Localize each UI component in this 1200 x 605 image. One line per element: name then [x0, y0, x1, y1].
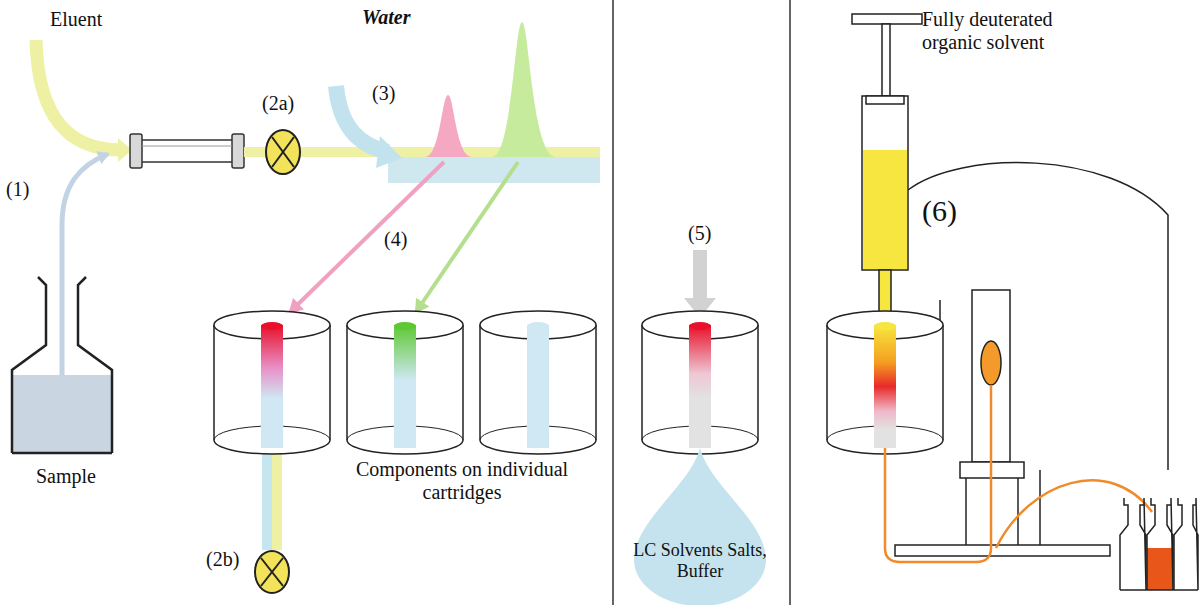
panel-divider — [613, 0, 790, 605]
syringe — [852, 14, 922, 24]
spe-cartridge — [527, 325, 549, 448]
spe-cartridge — [642, 325, 758, 454]
nmr-magnet — [908, 163, 1168, 470]
collection-vial — [1120, 498, 1198, 590]
callout-number: (3) — [372, 82, 395, 105]
spe-cartridge — [214, 311, 330, 454]
collection-vial — [1120, 589, 1198, 591]
chromatogram-peak — [425, 22, 556, 157]
spe-cartridge — [874, 322, 896, 330]
chromatogram-peak — [425, 95, 472, 157]
waste-stream — [262, 448, 272, 550]
spe-cartridge — [827, 311, 943, 454]
collection-vial — [1174, 498, 1198, 590]
reagent-label: Fully deuterated organic solvent — [922, 8, 1107, 54]
spe-cartridge — [214, 325, 330, 454]
transfer-tubing — [885, 385, 1152, 562]
caption-label: Components on individual cartridges — [352, 458, 572, 504]
lc-column — [140, 140, 234, 162]
sample-bottle: Sample — [8, 265, 124, 497]
spe-cartridge — [261, 325, 283, 448]
spe-cartridge — [394, 322, 416, 330]
chromatogram-peak — [492, 22, 556, 157]
spe-cartridge — [480, 325, 596, 454]
spe-cartridge — [689, 325, 711, 448]
callout-number: (6) — [922, 194, 957, 229]
nmr-magnet — [1039, 470, 1041, 545]
collection-vial — [1147, 498, 1173, 590]
valve-symbol — [255, 551, 289, 593]
nmr-magnet — [939, 300, 941, 320]
transfer-arrow — [290, 162, 518, 312]
panel-divider — [612, 0, 614, 605]
callout-number: (4) — [384, 228, 407, 251]
callout-number: (1) — [6, 178, 29, 201]
wash-arrow — [693, 250, 707, 300]
sample-bottle-outline — [12, 452, 112, 455]
lc-column — [142, 146, 232, 147]
callout-number: (2b) — [206, 548, 239, 571]
valve-symbol — [266, 130, 300, 174]
nmr-magnet — [1017, 478, 1019, 545]
sample-bottle-outline — [12, 277, 46, 453]
solvent-drop: LC Solvents Salts, Buffer — [632, 446, 768, 605]
syringe — [863, 150, 907, 269]
valve-symbol — [261, 558, 283, 586]
eluent-stream — [36, 40, 122, 150]
sample-line — [62, 154, 108, 380]
spe-cartridge — [642, 311, 758, 454]
spe-cartridge — [827, 325, 943, 454]
sample-bottle-outline — [13, 375, 111, 452]
spe-cartridge — [347, 325, 463, 454]
lc-column — [130, 134, 142, 168]
lc-column — [232, 134, 244, 168]
waste-stream — [272, 448, 282, 550]
callout-number: (5) — [688, 222, 711, 245]
collection-vial — [1120, 498, 1146, 590]
collection-vial — [1147, 548, 1173, 590]
callout-number: (2a) — [262, 92, 294, 115]
spe-cartridge — [527, 322, 549, 330]
nmr-magnet — [895, 545, 1110, 556]
water-stream — [376, 136, 402, 168]
nmr-magnet — [965, 478, 967, 545]
node-text: Sample — [8, 465, 124, 488]
panel-divider — [789, 0, 791, 605]
valve-symbol — [266, 130, 300, 174]
stream-label: Water — [362, 6, 411, 29]
syringe — [882, 24, 890, 96]
stream-label: Eluent — [50, 8, 102, 31]
syringe — [852, 14, 922, 320]
wash-arrow — [684, 250, 716, 318]
spe-cartridge — [394, 325, 416, 448]
node-text: LC Solvents Salts, Buffer — [632, 540, 768, 581]
valve-symbol — [272, 137, 294, 167]
sample-line — [62, 154, 108, 380]
valve-symbol — [272, 137, 294, 167]
lc-column — [130, 134, 244, 168]
flow-probe — [981, 341, 1001, 385]
transfer-arrow — [416, 162, 518, 312]
waste-stream — [262, 448, 282, 550]
sample-bottle-outline — [78, 277, 112, 453]
transfer-tubing — [885, 385, 991, 562]
valve-symbol — [261, 558, 283, 586]
spe-cartridge — [480, 311, 596, 454]
eluent-stream — [36, 40, 132, 162]
spe-cartridge — [689, 322, 711, 330]
spe-cartridge — [347, 311, 463, 454]
solvent-drop-shape — [632, 446, 768, 605]
solvent-drop-outline — [634, 448, 766, 605]
valve-symbol — [255, 551, 289, 593]
syringe — [862, 96, 908, 270]
flow-probe — [981, 341, 1001, 385]
transfer-arrow — [290, 162, 444, 312]
spe-cartridge — [874, 325, 896, 448]
spe-cartridge — [261, 322, 283, 330]
effluent-stream — [388, 157, 600, 183]
syringe — [866, 96, 904, 104]
